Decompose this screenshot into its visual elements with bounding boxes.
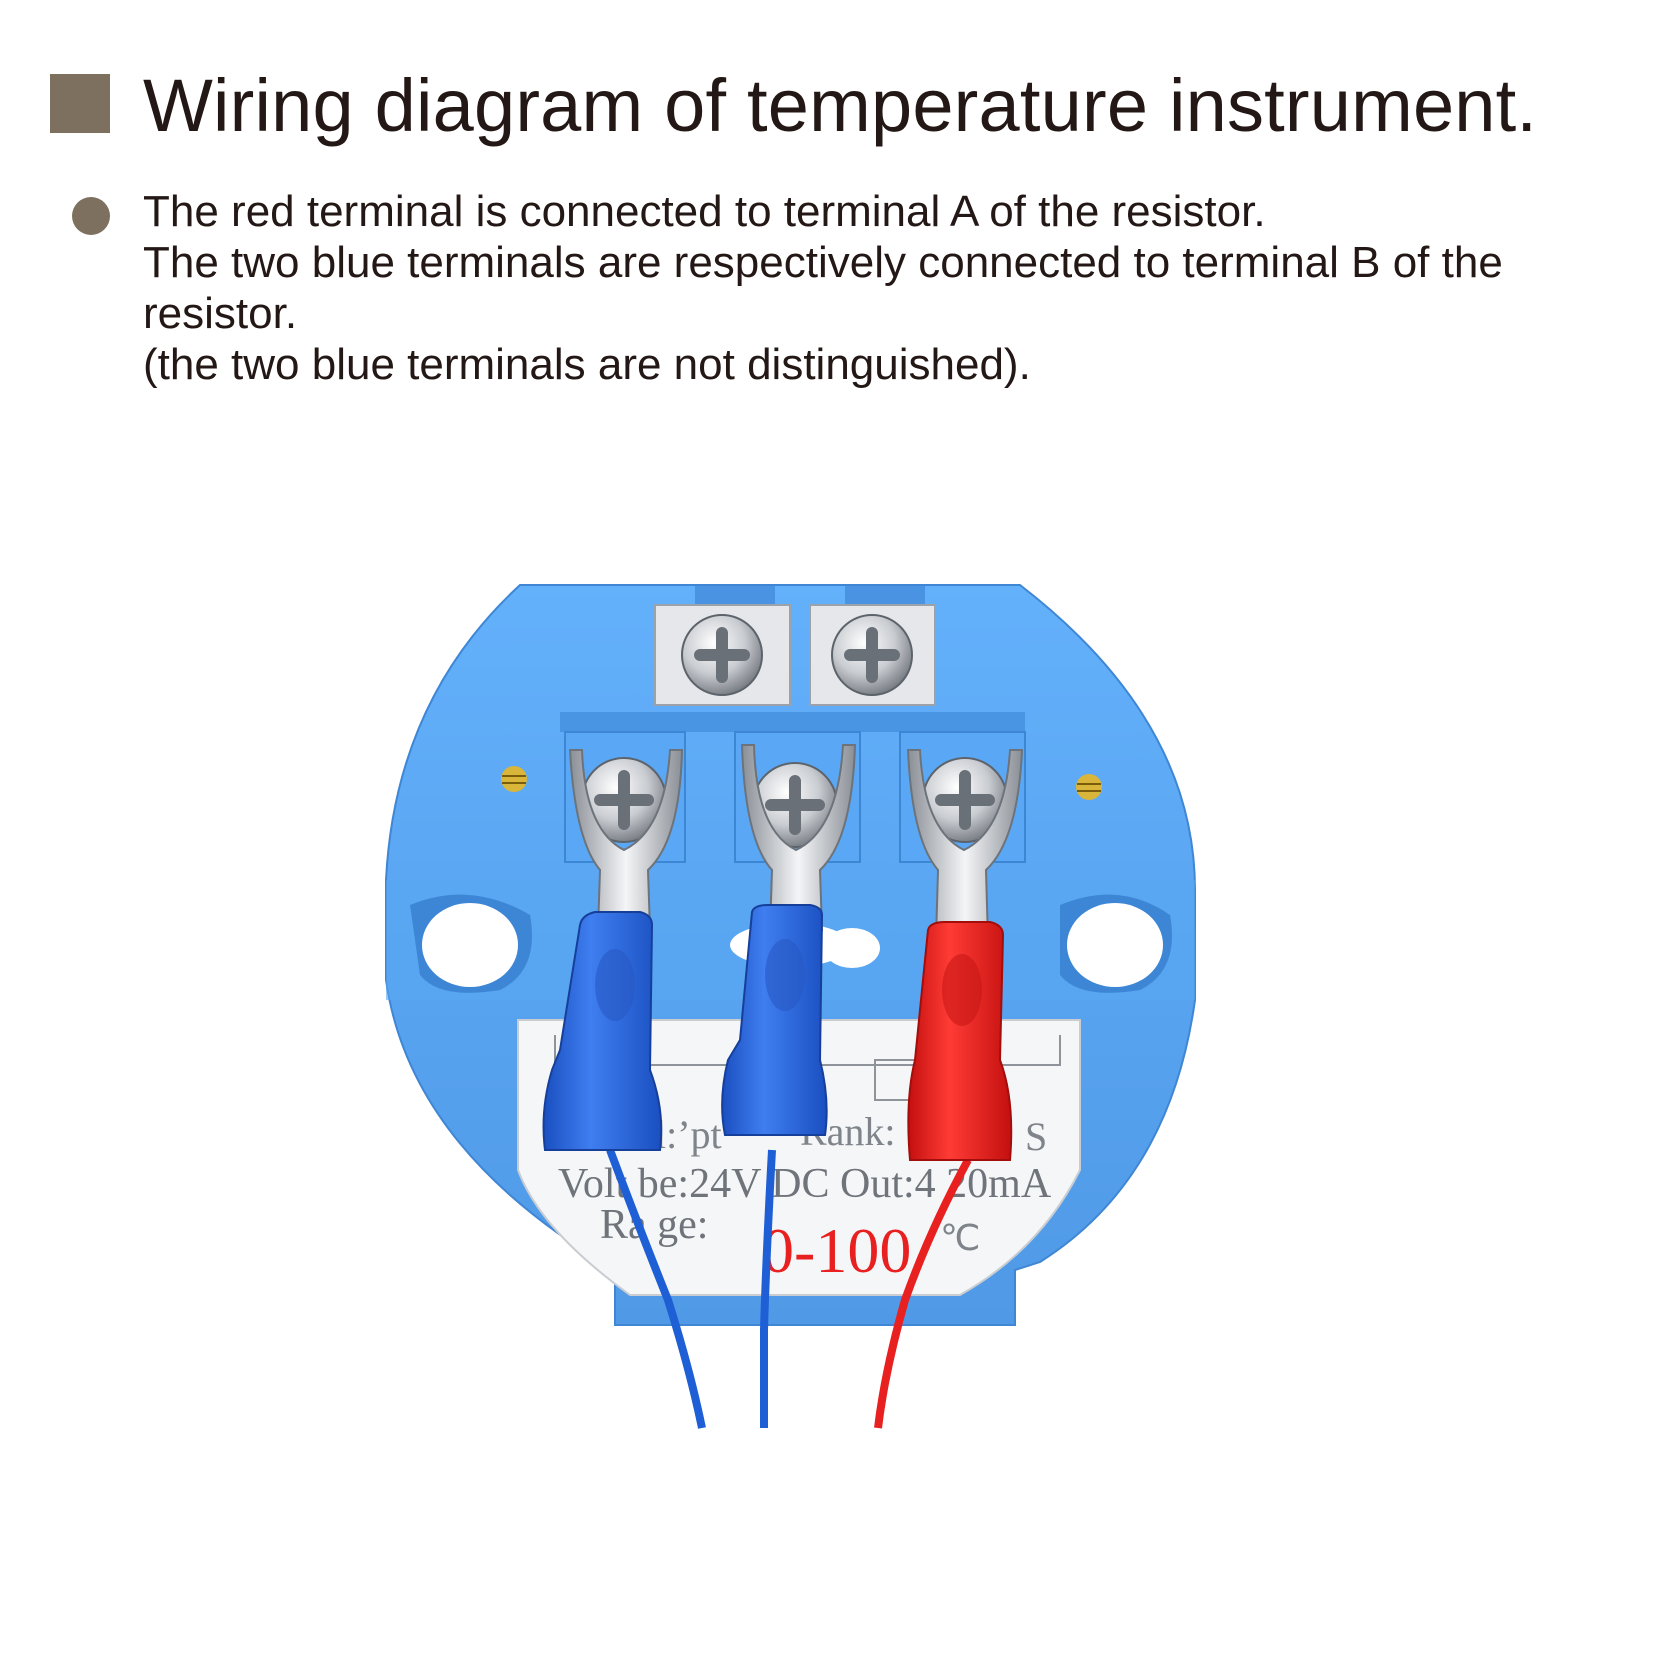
blue-wire-middle [760,1149,776,1428]
label-range-unit: ℃ [940,1218,980,1258]
description-line: The two blue terminals are respectively … [143,238,1503,287]
brass-screw-right [1076,774,1102,800]
description-line: (the two blue terminals are not distingu… [143,340,1031,389]
red-wire [874,1158,972,1429]
label-range: Ra ge: [600,1202,708,1248]
label-range-value: 0-100 [762,1215,911,1286]
spade-lug [568,749,684,931]
label-line1-left: l:’pt [655,1112,722,1157]
mounting-hole-left [410,894,532,993]
screw-icon [752,762,838,848]
spade-lug [906,749,1024,941]
brass-screw-left [501,766,527,792]
title-marker-square [50,74,110,133]
mounting-hole-right [1060,894,1172,993]
screw-icon [831,614,913,696]
bullet-dot [72,197,110,235]
blue-wire-left [606,1148,706,1429]
screw-icon [922,757,1008,843]
label-line2: Volt be:24V DC Out:4 20mA [558,1161,1052,1207]
top-terminal-block [654,586,936,706]
description: The red terminal is connected to termina… [143,186,1603,390]
red-terminal-boot [907,921,1013,1161]
blue-terminal-boot-middle [721,904,828,1136]
blue-terminal-boot-left [542,911,663,1151]
label-line1-right: S [1025,1114,1047,1159]
description-line: The red terminal is connected to termina… [143,187,1266,236]
screw-icon [681,614,763,696]
page-title: Wiring diagram of temperature instrument… [143,64,1538,147]
spade-lug [740,744,857,931]
description-line: resistor. [143,289,298,338]
